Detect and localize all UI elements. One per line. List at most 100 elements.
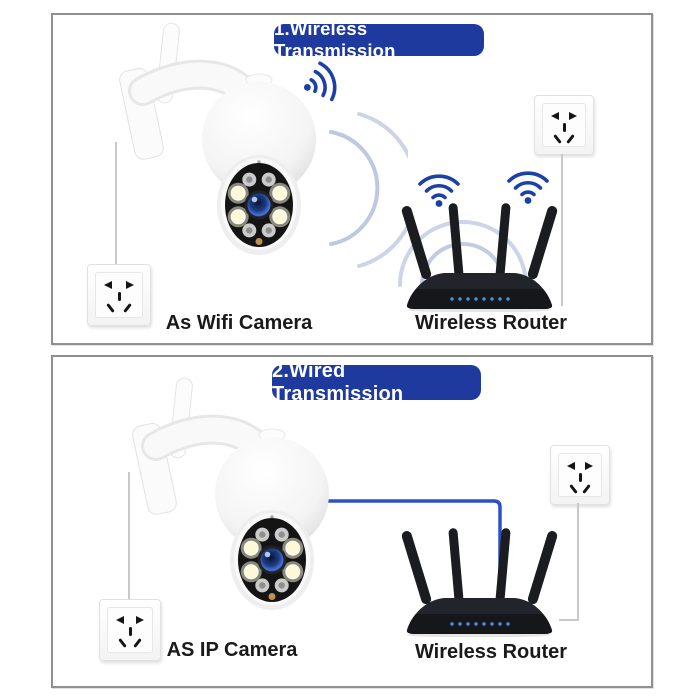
panel-wired-transmission: 2.Wired Transmission: [51, 355, 653, 688]
router-label: Wireless Router: [414, 312, 568, 334]
router-led: [506, 622, 510, 626]
router-led-strip: [450, 622, 510, 626]
socket-slot: [585, 462, 593, 470]
power-wire-router: [561, 154, 563, 306]
ripple-arc: [357, 112, 408, 268]
lens-highlight: [264, 551, 271, 558]
camera-label: AS IP Camera: [166, 639, 298, 661]
wifi-signal-icon-camera: [303, 61, 337, 102]
router-led: [506, 297, 510, 301]
socket-slot: [126, 281, 134, 289]
wifi-dot: [524, 197, 532, 204]
socket-slot: [566, 134, 575, 144]
router-shadow: [407, 632, 551, 637]
power-wire-camera: [128, 472, 130, 599]
dome-ball: [215, 437, 329, 551]
router-led: [450, 622, 454, 626]
socket-faceplate: [95, 272, 143, 318]
wifi-arc: [309, 78, 318, 94]
power-wire-router-bend: [559, 619, 577, 621]
power-wire-camera: [115, 142, 117, 264]
router-label: Wireless Router: [414, 641, 568, 663]
camera-lens: [260, 548, 284, 572]
camera-face: [225, 163, 293, 247]
camera-lens: [247, 193, 271, 217]
camera-white-led: [285, 540, 301, 556]
router-antenna: [448, 203, 464, 278]
router-led: [466, 297, 470, 301]
camera-white-led: [243, 540, 259, 556]
router-led: [482, 297, 486, 301]
ir-led-core: [278, 531, 285, 538]
router-shadow: [407, 307, 551, 312]
camera-label: As Wifi Camera: [165, 312, 313, 334]
ptz-camera-illustration: [132, 377, 329, 610]
ir-led-core: [259, 582, 266, 589]
router-led: [474, 297, 478, 301]
router-led: [450, 297, 454, 301]
router-antenna: [527, 206, 558, 280]
router-antenna: [448, 528, 464, 603]
wifi-arc: [431, 193, 447, 200]
camera-light-sensor: [255, 238, 263, 245]
socket-slot: [128, 627, 132, 636]
power-socket-router: [534, 95, 594, 155]
socket-slot: [562, 123, 566, 132]
wifi-arc: [513, 180, 543, 190]
camera-light-sensor: [268, 593, 276, 600]
wifi-arc: [318, 61, 337, 102]
router-antenna: [401, 206, 432, 280]
wifi-arc: [418, 174, 460, 186]
router-antennas: [401, 203, 558, 280]
router-antennas: [401, 528, 558, 605]
wireless-router-illustration: [401, 528, 558, 637]
router-led: [490, 622, 494, 626]
router-led: [498, 297, 502, 301]
power-wire-router: [577, 503, 579, 621]
camera-white-led: [285, 564, 301, 580]
ethernet-cable: [327, 499, 502, 607]
wireless-router-illustration: [401, 203, 558, 312]
router-led: [498, 622, 502, 626]
ripple-arc: [398, 220, 528, 287]
ptz-camera-illustration: [119, 22, 316, 255]
panel-wireless-transmission: 1.Wireless Transmission: [51, 13, 653, 345]
ir-led-core: [265, 227, 272, 234]
socket-slot: [117, 292, 121, 301]
ir-led-core: [259, 531, 266, 538]
wifi-dot: [303, 84, 311, 91]
socket-slot: [118, 638, 127, 648]
socket-faceplate: [107, 607, 153, 653]
socket-slot: [569, 484, 578, 494]
router-led: [458, 622, 462, 626]
router-led: [490, 297, 494, 301]
socket-slot: [569, 112, 577, 120]
ripple-arc: [329, 130, 380, 246]
socket-slot: [136, 616, 144, 624]
dome-mic-hole: [257, 160, 261, 164]
power-socket-camera: [99, 599, 161, 661]
wifi-signal-icon-router-left: [418, 174, 460, 207]
dome-ball: [202, 82, 316, 196]
router-antenna: [527, 531, 558, 605]
router-led-strip: [450, 297, 510, 301]
power-socket-camera: [87, 264, 151, 326]
socket-slot: [578, 473, 582, 482]
router-antenna: [495, 528, 511, 603]
socket-slot: [553, 134, 562, 144]
wifi-ripple-arcs-camera: [329, 112, 408, 268]
socket-faceplate: [542, 103, 586, 147]
socket-faceplate: [558, 453, 602, 497]
router-led: [458, 297, 462, 301]
ir-led-core: [246, 176, 253, 183]
ir-led-core: [265, 176, 272, 183]
router-antenna: [401, 531, 432, 605]
wifi-signal-icon-router-right: [507, 171, 549, 204]
wifi-arc: [507, 171, 549, 183]
wifi-arc: [313, 69, 327, 98]
camera-white-led: [272, 209, 288, 225]
camera-face: [238, 518, 306, 602]
camera-white-led: [230, 185, 246, 201]
router-led: [482, 622, 486, 626]
